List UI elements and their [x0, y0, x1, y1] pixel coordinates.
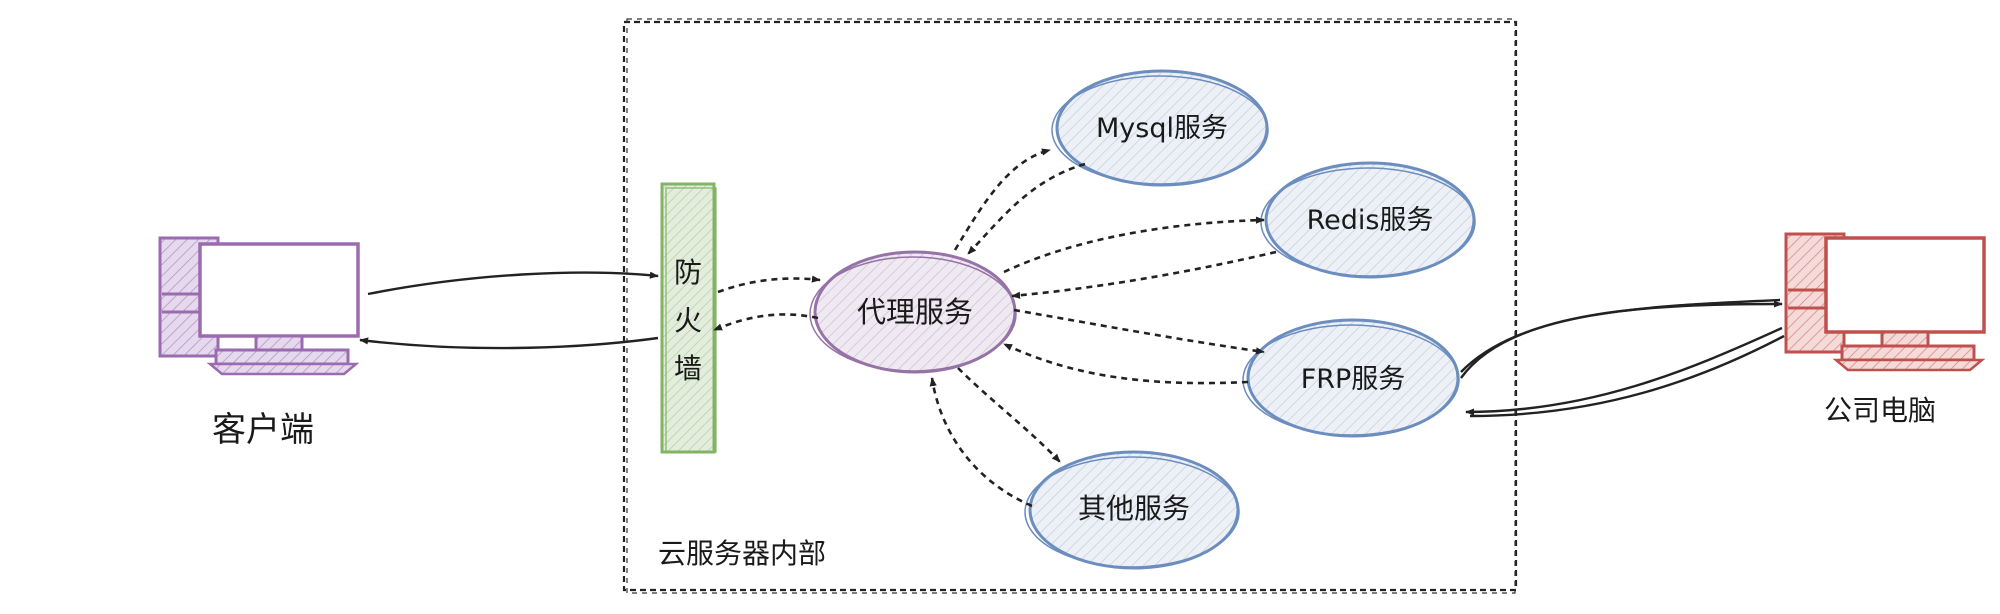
firewall-to-client-arrow — [359, 336, 659, 350]
cloud-server-label: 云服务器内部 — [658, 537, 826, 570]
client-computer-icon[interactable] — [158, 236, 360, 376]
other-service-label: 其他服务 — [1078, 492, 1190, 525]
firewall-label-2: 火 — [674, 304, 702, 337]
frp-service-label: FRP服务 — [1301, 364, 1406, 395]
other-service-node[interactable] — [1024, 450, 1240, 570]
frp-service-node[interactable] — [1242, 318, 1460, 438]
company-to-frp-arrow-sketch — [1469, 334, 1785, 418]
mysql-to-proxy-arrow — [967, 162, 1086, 255]
client-label: 客户端 — [212, 410, 314, 450]
proxy-to-redis-arrow — [1003, 216, 1265, 274]
mysql-service-label: Mysql服务 — [1096, 113, 1228, 144]
other-to-proxy-arrow — [929, 377, 1033, 508]
firewall-to-proxy-arrow — [717, 275, 821, 294]
proxy-to-firewall-arrow — [713, 313, 819, 332]
redis-service-label: Redis服务 — [1307, 205, 1434, 236]
company-pc-label: 公司电脑 — [1824, 394, 1936, 427]
client-to-firewall-arrow — [367, 271, 659, 296]
company-to-frp-arrow — [1465, 326, 1783, 416]
cloud-server-boundary — [622, 18, 1518, 594]
mysql-service-node[interactable] — [1051, 69, 1269, 187]
proxy-to-frp-arrow — [1013, 308, 1265, 355]
proxy-service-label: 代理服务 — [857, 295, 973, 329]
dashed-connectors — [713, 148, 1277, 508]
frp-to-company-arrow-sketch — [1460, 298, 1781, 373]
redis-to-proxy-arrow — [1011, 250, 1277, 299]
firewall-block[interactable] — [660, 182, 717, 454]
frp-to-company-arrow — [1460, 300, 1783, 379]
firewall-label-1: 防 — [674, 256, 702, 289]
proxy-to-other-arrow — [957, 367, 1061, 463]
company-computer-icon[interactable] — [1784, 232, 1986, 372]
frp-to-proxy-arrow — [1003, 342, 1249, 385]
proxy-service-node[interactable] — [809, 250, 1017, 374]
solid-connectors — [359, 271, 1785, 418]
firewall-label-3: 墙 — [674, 352, 702, 385]
proxy-to-mysql-arrow — [953, 148, 1051, 251]
